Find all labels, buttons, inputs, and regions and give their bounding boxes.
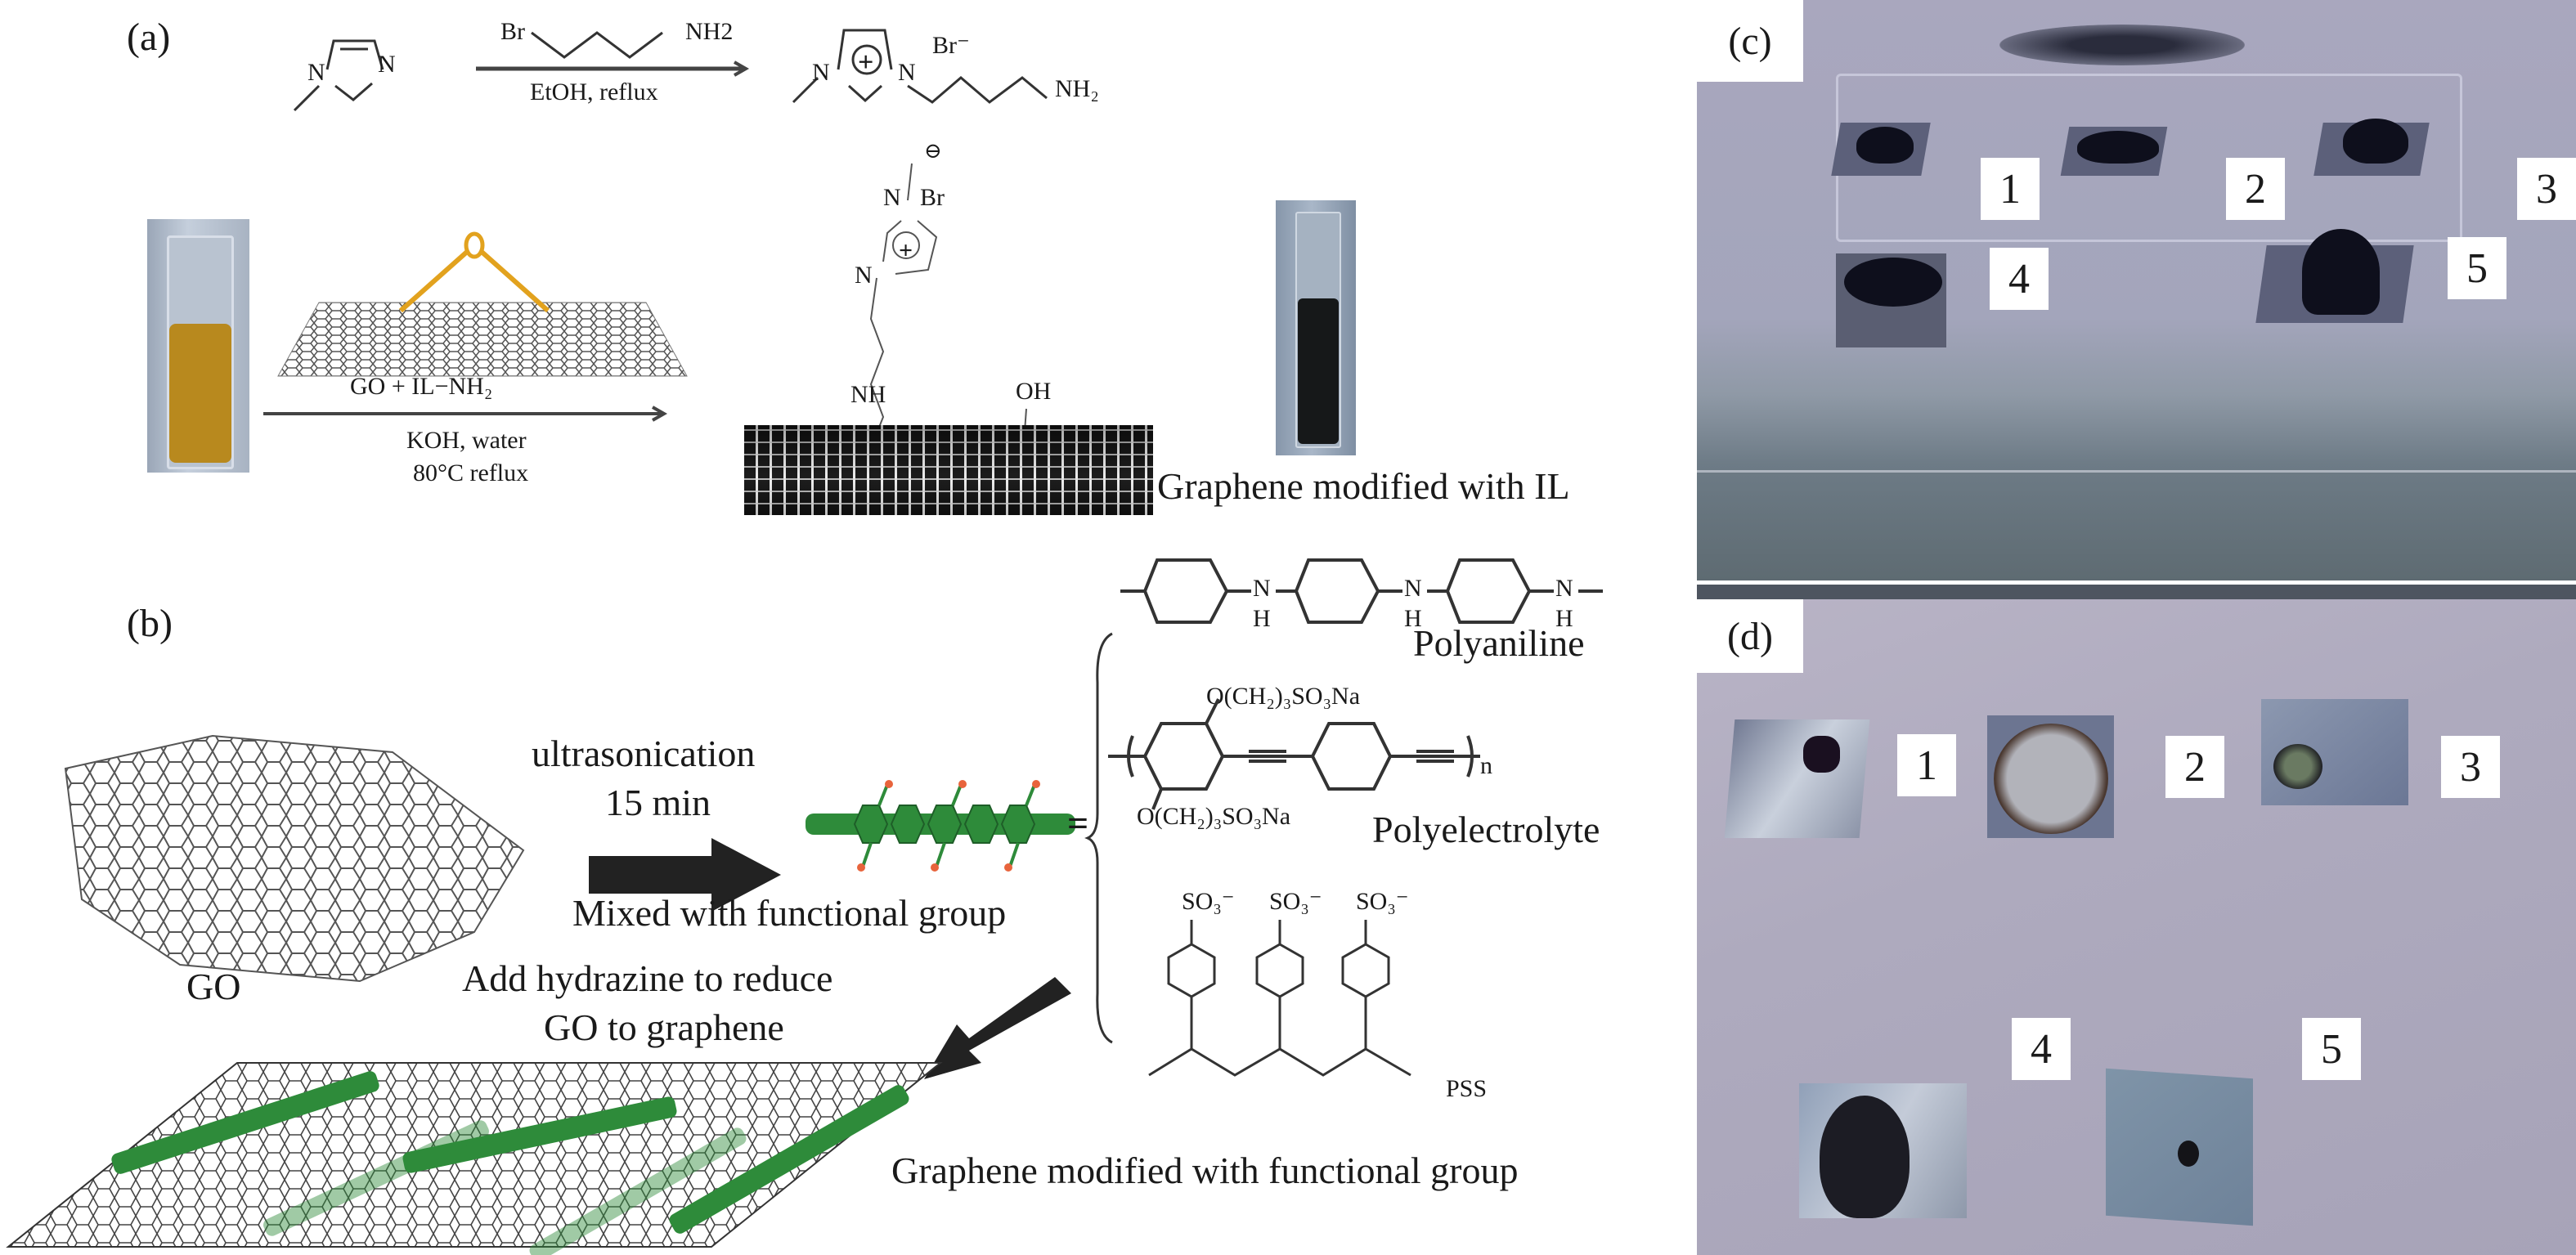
pss-structure (1148, 920, 1411, 1077)
reaction2-conditions-1: KOH, water (406, 427, 527, 454)
functionalized-graphene-sheet (6, 1062, 943, 1255)
step2-line2: GO to graphene (544, 1006, 784, 1048)
propyl-chain (531, 31, 663, 59)
pe-substituent-bottom: O(CH₂)₃SO₃Na (1137, 803, 1291, 830)
pani-n1: N (1253, 575, 1271, 602)
cuvette-go-photo (147, 219, 249, 473)
panel-c-photo (1697, 0, 2576, 580)
sample-d-1 (1724, 719, 1870, 838)
panel-d-sample-2: 2 (2165, 736, 2224, 798)
pe-substituent-top: O(CH₂)₃SO₃Na (1206, 683, 1361, 710)
panel-c-sample-4: 4 (1990, 248, 2049, 310)
polyaniline-label: Polyaniline (1413, 622, 1585, 664)
panel-d-sample-3: 3 (2441, 736, 2500, 798)
il-n1: N (855, 262, 873, 289)
polyaniline-structure (1120, 558, 1603, 624)
polyelectrolyte-label: Polyelectrolyte (1372, 809, 1600, 850)
panel-d-sample-4: 4 (2012, 1018, 2071, 1080)
panel-b-label: (b) (127, 602, 173, 645)
step2-arrow (924, 977, 1071, 1079)
reagent-br: Br (500, 18, 525, 45)
product-bromide: Br⁻ (932, 32, 970, 59)
pani-n3: N (1555, 575, 1573, 602)
imidazolium-product (792, 29, 1048, 104)
imidazole-n1: N (307, 59, 325, 86)
reaction1-conditions: EtOH, reflux (530, 78, 658, 105)
pani-h3: H (1555, 605, 1573, 632)
amine-link-label: NH (850, 381, 886, 408)
step2-line1: Add hydrazine to reduce (462, 957, 833, 999)
pe-repeat-n: n (1480, 752, 1492, 779)
il-anion: Br (920, 184, 945, 211)
step1-arrow (589, 838, 781, 912)
imidazolium-charge: + (858, 47, 874, 78)
panel-d-photo (1697, 585, 2576, 1255)
il-n3: N (883, 184, 901, 211)
pani-h2: H (1404, 605, 1422, 632)
pss-group-1: SO₃⁻ (1182, 888, 1235, 915)
curly-brace (1084, 632, 1113, 1044)
methylimidazole-structure (293, 39, 384, 112)
il-anion-charge: ⊖ (924, 139, 942, 163)
go-molecular-structure (64, 734, 525, 983)
panel-d-label-text: (d) (1727, 614, 1773, 658)
pss-group-3: SO₃⁻ (1356, 888, 1409, 915)
graphene-il-solution (1298, 298, 1339, 444)
go-label: GO (186, 966, 241, 1007)
reaction1-arrow (476, 61, 750, 77)
reaction2-arrow (263, 406, 668, 422)
pss-label: PSS (1446, 1075, 1488, 1102)
go-sheet-illustration (277, 231, 688, 377)
step1-caption: Mixed with functional group (572, 892, 1007, 934)
panel-c-sample-3: 3 (2517, 158, 2576, 220)
functionalized-graphene-caption: Graphene modified with functional group (891, 1150, 1519, 1191)
stand-top-object (1999, 25, 2245, 65)
panel-d-sample-5: 5 (2302, 1018, 2361, 1080)
panel-d-sample-1: 1 (1897, 734, 1956, 796)
step1-line2: 15 min (605, 782, 711, 823)
graphene-il-caption: Graphene modified with IL (1157, 465, 1570, 507)
graphene-sheet-dark (744, 425, 1153, 515)
cuvette-graphene-il-photo (1276, 200, 1356, 455)
hydroxyl-label: OH (1016, 378, 1052, 405)
polyelectrolyte-structure (1108, 698, 1480, 810)
il-chain-structure (869, 163, 938, 434)
pss-group-2: SO₃⁻ (1269, 888, 1322, 915)
panel-c-sample-2: 2 (2226, 158, 2285, 220)
panel-c-sample-5: 5 (2448, 237, 2506, 299)
pani-n2: N (1404, 575, 1422, 602)
equals-sign: = (1067, 802, 1089, 844)
imidazolium-n1: N (812, 59, 830, 86)
step1-line1: ultrasonication (532, 733, 756, 774)
go-solution (169, 324, 231, 463)
imidazole-n3: N (378, 51, 396, 78)
reaction2-reactants: GO + IL−NH₂ (350, 373, 493, 400)
panel-d-label: (d) (1697, 599, 1803, 673)
reaction2-conditions-2: 80°C reflux (413, 459, 529, 486)
functional-group-chain-icon (806, 780, 1075, 872)
imidazolium-n3: N (898, 59, 916, 86)
pani-h1: H (1253, 605, 1271, 632)
panel-c-label: (c) (1697, 0, 1803, 82)
panel-c-label-text: (c) (1728, 19, 1772, 63)
il-cation-charge: + (899, 237, 913, 264)
panel-c-sample-1: 1 (1981, 158, 2040, 220)
panel-a-label: (a) (127, 16, 171, 59)
reagent-nh2: NH2 (685, 18, 734, 45)
product-nh2: NH₂ (1055, 75, 1099, 102)
